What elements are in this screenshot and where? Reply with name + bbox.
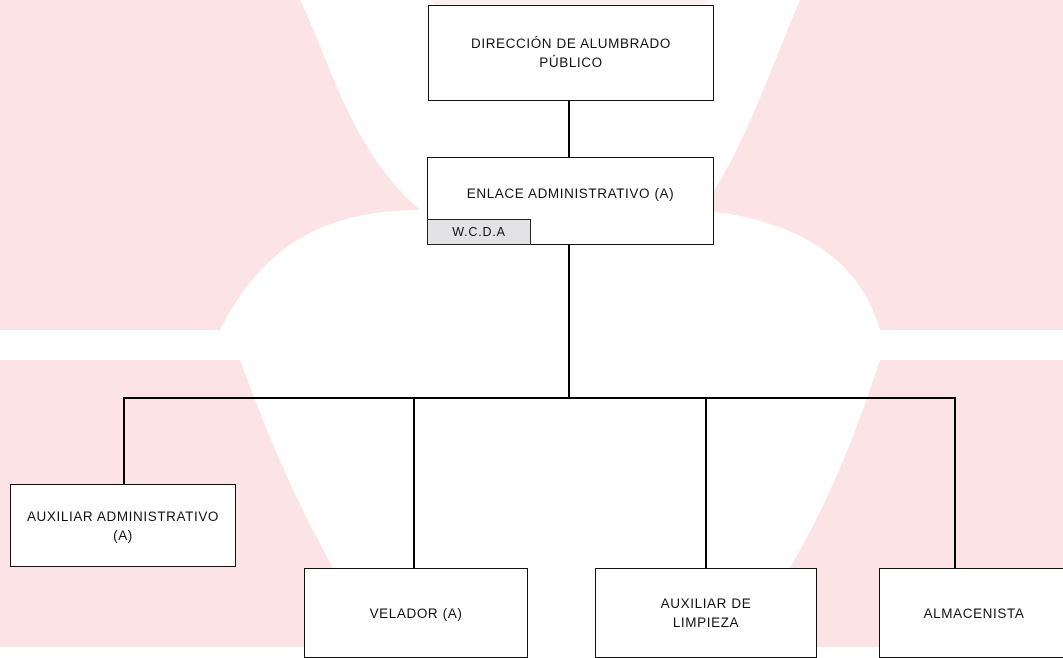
warehouse-box: ALMACENISTA <box>879 568 1063 658</box>
warehouse-label: ALMACENISTA <box>923 605 1025 621</box>
watermark-right-shape <box>700 0 1063 330</box>
connector-cleaning <box>705 397 707 569</box>
director-box: DIRECCIÓN DE ALUMBRADO PÚBLICO <box>428 5 714 101</box>
connector-liaison-bus <box>568 244 570 398</box>
connector-night-guard <box>413 397 415 569</box>
assistant-admin-label: AUXILIAR ADMINISTRATIVO (A) <box>26 508 220 543</box>
night-guard-label: VELADOR (A) <box>369 605 463 621</box>
connector-assistant-admin <box>123 397 125 485</box>
director-label: DIRECCIÓN DE ALUMBRADO PÚBLICO <box>471 36 671 70</box>
connector-horizontal-bus <box>123 397 956 399</box>
connector-warehouse <box>954 397 956 569</box>
cleaning-label: AUXILIAR DE LIMPIEZA <box>660 596 752 630</box>
cleaning-box: AUXILIAR DE LIMPIEZA <box>595 568 817 658</box>
connector-director-liaison <box>568 100 570 158</box>
liaison-tag: W.C.D.A <box>427 219 531 245</box>
watermark-left-shape <box>0 0 420 330</box>
liaison-label: ENLACE ADMINISTRATIVO (A) <box>466 186 675 201</box>
night-guard-box: VELADOR (A) <box>304 568 528 658</box>
liaison-box: ENLACE ADMINISTRATIVO (A) <box>427 157 714 245</box>
assistant-admin-box: AUXILIAR ADMINISTRATIVO (A) <box>10 484 236 567</box>
